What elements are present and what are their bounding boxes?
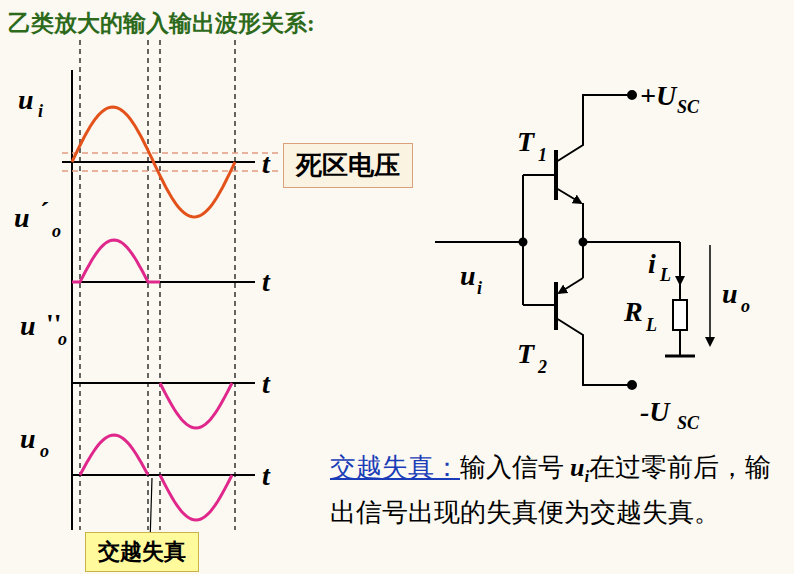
signal-name: t bbox=[262, 268, 270, 296]
signal-name: 2 bbox=[538, 358, 547, 376]
signal-name: o bbox=[741, 297, 750, 315]
explanation: 交越失真：输入信号ui在过零前后，输出信号出现的失真便为交越失真。 bbox=[330, 450, 785, 531]
signal-name: t bbox=[262, 462, 270, 490]
signal-name: u bbox=[18, 86, 34, 114]
signal-name: SC bbox=[677, 414, 699, 432]
signal-name: i bbox=[38, 102, 43, 120]
output-half-wave bbox=[72, 240, 160, 282]
box-text: 死区电压 bbox=[296, 151, 400, 180]
callout-box: 交越失真 bbox=[85, 532, 199, 572]
signal-name: u bbox=[570, 453, 584, 482]
signal-name: ´ bbox=[40, 198, 49, 226]
signal-name: +U bbox=[640, 82, 676, 110]
signal-name: o bbox=[52, 222, 61, 240]
explanation-text: 交越失真： bbox=[330, 453, 460, 482]
signal-name: i bbox=[477, 279, 482, 297]
signal-name: i bbox=[648, 250, 656, 278]
signal-name: u bbox=[20, 425, 36, 453]
signal-name: T bbox=[517, 128, 534, 156]
dead-zone-box: 死区电压 bbox=[283, 143, 413, 188]
explanation-text: 输入信号 bbox=[460, 453, 564, 482]
waveform-axes bbox=[62, 70, 255, 530]
signal-name: SC bbox=[677, 98, 699, 116]
signal-name: u bbox=[460, 262, 476, 290]
signal-name: R bbox=[624, 298, 643, 326]
box-text: 交越失真 bbox=[98, 539, 186, 564]
signal-name: o bbox=[58, 330, 67, 348]
signal-name: u bbox=[722, 280, 738, 308]
input-sine bbox=[72, 107, 235, 217]
title: 乙类放大的输入输出波形关系: bbox=[8, 8, 315, 39]
signal-name: T bbox=[517, 340, 534, 368]
signal-name: t bbox=[262, 370, 270, 398]
signal-name: u bbox=[20, 312, 36, 340]
signal-name: t bbox=[262, 150, 270, 178]
signal-name: -U bbox=[640, 398, 670, 426]
signal-name: u bbox=[14, 204, 30, 232]
signal-name: L bbox=[646, 316, 657, 334]
output-half-wave bbox=[80, 435, 148, 475]
output-half-wave bbox=[160, 475, 232, 520]
push-pull-circuit bbox=[435, 91, 710, 389]
output-half-wave bbox=[160, 383, 232, 428]
signal-name: o bbox=[40, 442, 49, 460]
time-markers bbox=[80, 40, 235, 530]
signal-name: 1 bbox=[538, 146, 547, 164]
dead-zone-lines bbox=[62, 153, 280, 171]
signal-name: i bbox=[584, 467, 589, 486]
signal-name: L bbox=[660, 266, 671, 284]
